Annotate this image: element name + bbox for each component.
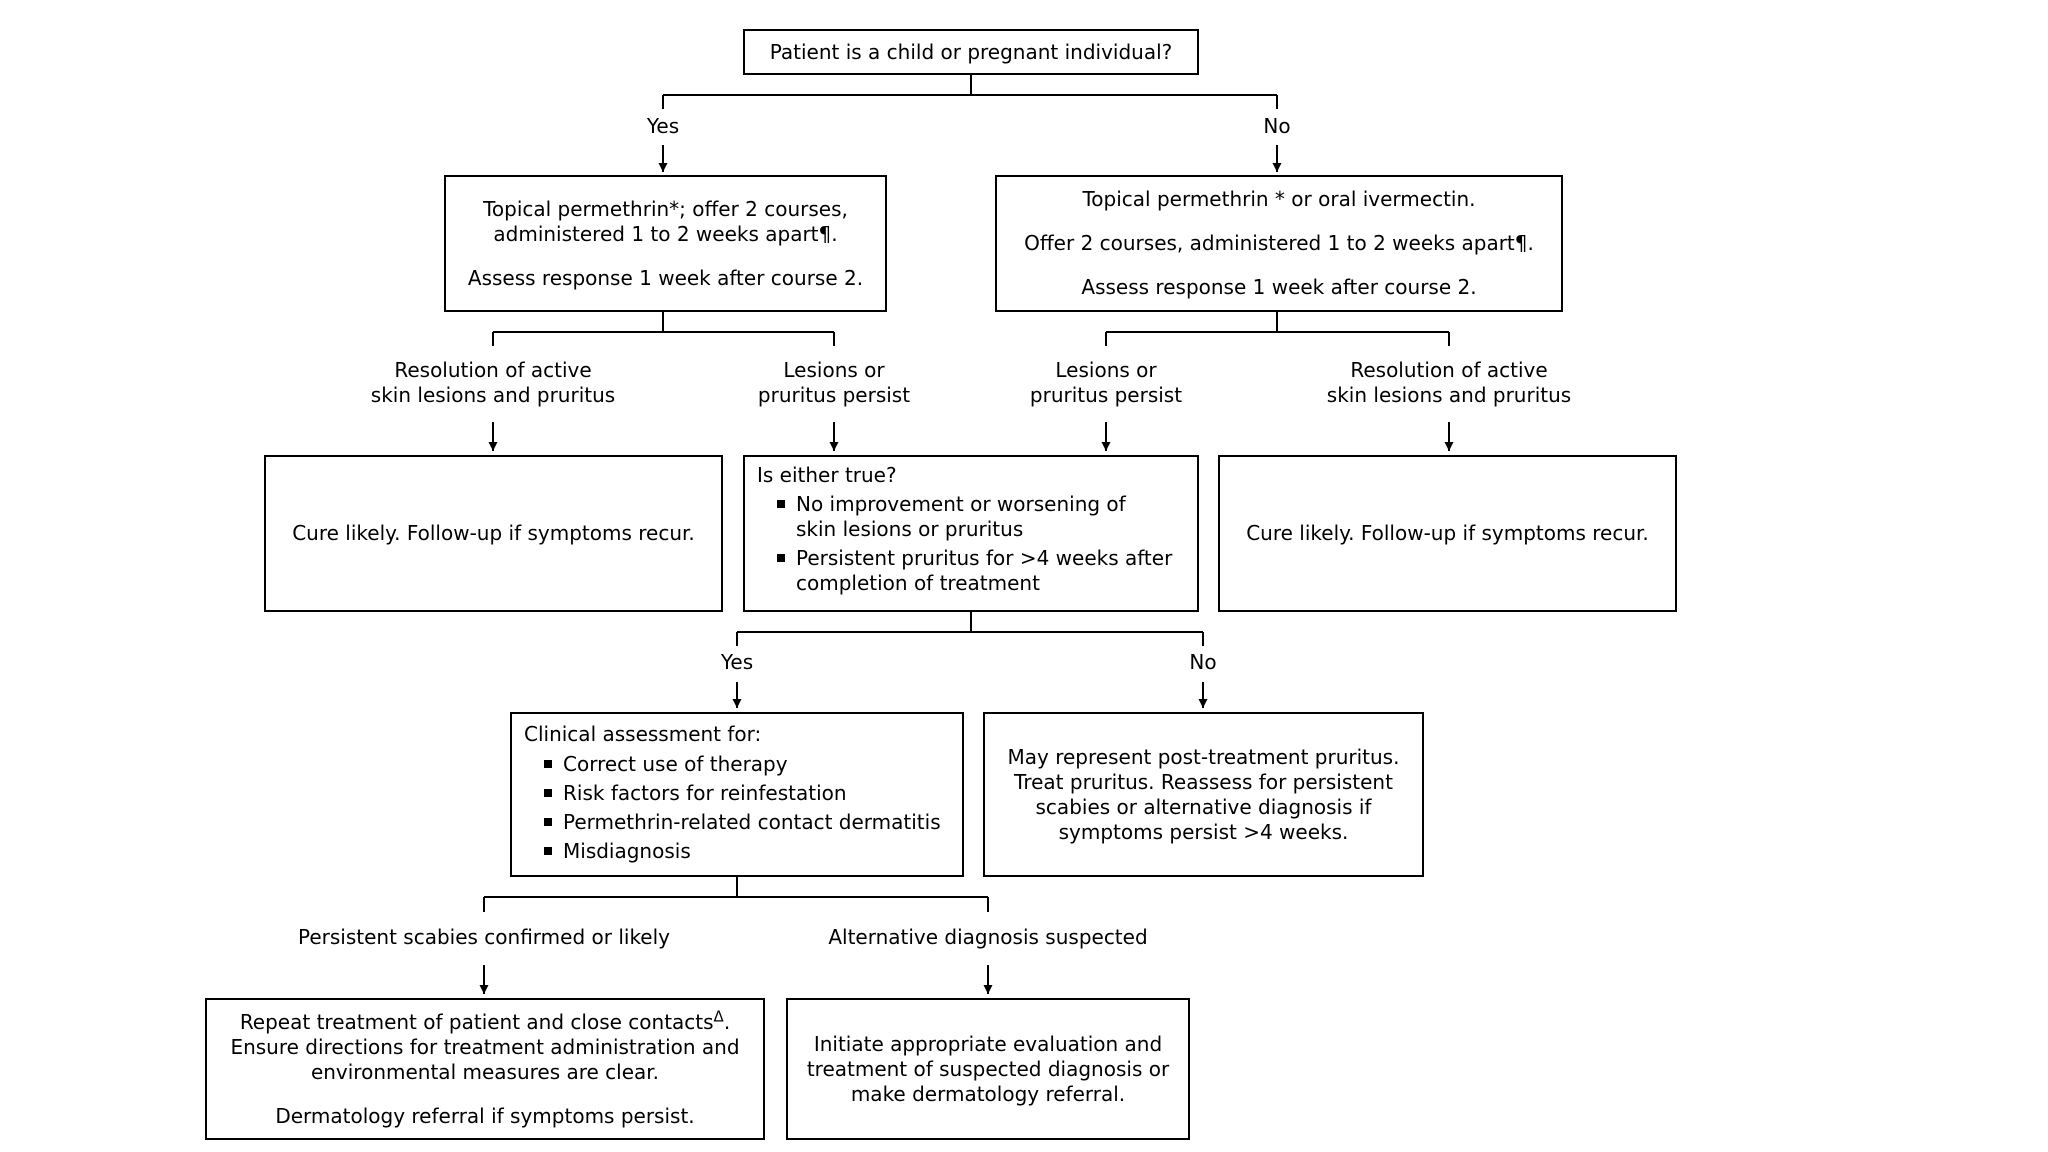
repeat-line-4: Dermatology referral if symptoms persist… <box>275 1103 695 1128</box>
delta-footnote-mark: Δ <box>713 1006 724 1025</box>
cure-right-text: Cure likely. Follow-up if symptoms recur… <box>1246 521 1649 545</box>
clinical-assessment-box: Clinical assessment for: Correct use of … <box>510 712 964 877</box>
label-persist-right-line-2: pruritus persist <box>1029 383 1183 407</box>
label-resolution-right-line-2: skin lesions and pruritus <box>1326 383 1572 407</box>
label-persistent-scabies: Persistent scabies confirmed or likely <box>297 925 671 949</box>
either-item-1-line-2: skin lesions or pruritus <box>796 517 1024 541</box>
label-resolution-right-line-1: Resolution of active <box>1350 358 1548 382</box>
label-persist-left-line-2: pruritus persist <box>757 383 911 407</box>
repeat-treatment-box: Repeat treatment of patient and close co… <box>205 998 765 1140</box>
post-treatment-line-4: symptoms persist >4 weeks. <box>1058 819 1349 844</box>
alternative-line-3: make dermatology referral. <box>850 1081 1126 1106</box>
child-treatment-line-1: Topical permethrin*; offer 2 courses, <box>483 196 848 221</box>
either-item-1-line-1: No improvement or worsening of <box>796 492 1126 516</box>
either-item-2-line-1: Persistent pruritus for >4 weeks after <box>796 546 1173 570</box>
post-treatment-line-2: Treat pruritus. Reassess for persistent <box>1014 769 1393 794</box>
repeat-line-1-end: . <box>723 1009 731 1034</box>
label-alternative-diagnosis: Alternative diagnosis suspected <box>828 925 1148 949</box>
label-persist-left-line-1: Lesions or <box>783 358 885 382</box>
label-yes-child: Yes <box>646 114 680 138</box>
clinical-item-4: Misdiagnosis <box>544 839 950 864</box>
start-question-box: Patient is a child or pregnant individua… <box>743 29 1199 75</box>
label-resolution-left-line-1: Resolution of active <box>394 358 592 382</box>
repeat-line-1: Repeat treatment of patient and close co… <box>239 1006 731 1035</box>
label-persist-right: Lesions or pruritus persist <box>1030 358 1182 408</box>
alternative-diagnosis-box: Initiate appropriate evaluation and trea… <box>786 998 1190 1140</box>
post-treatment-line-3: scabies or alternative diagnosis if <box>1035 794 1372 819</box>
label-no-either: No <box>1189 650 1217 674</box>
post-treatment-box: May represent post-treatment pruritus. T… <box>983 712 1424 877</box>
cure-box-left: Cure likely. Follow-up if symptoms recur… <box>264 455 723 612</box>
label-resolution-left: Resolution of active skin lesions and pr… <box>371 358 615 408</box>
label-no-child: No <box>1263 114 1291 138</box>
either-item-2: Persistent pruritus for >4 weeks after c… <box>777 546 1185 596</box>
cure-box-right: Cure likely. Follow-up if symptoms recur… <box>1218 455 1677 612</box>
clinical-item-1: Correct use of therapy <box>544 752 950 777</box>
start-question-text: Patient is a child or pregnant individua… <box>769 39 1173 64</box>
adult-treatment-box: Topical permethrin * or oral ivermectin.… <box>995 175 1563 312</box>
child-treatment-box: Topical permethrin*; offer 2 courses, ad… <box>444 175 887 312</box>
label-yes-either: Yes <box>720 650 754 674</box>
adult-treatment-line-2: Offer 2 courses, administered 1 to 2 wee… <box>1024 231 1534 255</box>
either-true-list: No improvement or worsening of skin lesi… <box>757 492 1185 596</box>
cure-left-text: Cure likely. Follow-up if symptoms recur… <box>292 521 695 545</box>
child-treatment-line-2: administered 1 to 2 weeks apart¶. <box>493 221 838 246</box>
alternative-line-1: Initiate appropriate evaluation and <box>813 1031 1163 1056</box>
label-resolution-left-line-2: skin lesions and pruritus <box>370 383 616 407</box>
label-persist-right-line-1: Lesions or <box>1055 358 1157 382</box>
either-item-1: No improvement or worsening of skin lesi… <box>777 492 1185 542</box>
adult-treatment-line-3: Assess response 1 week after course 2. <box>1081 275 1477 299</box>
either-item-2-line-2: completion of treatment <box>796 571 1040 595</box>
either-true-box: Is either true? No improvement or worsen… <box>743 455 1199 612</box>
alternative-line-2: treatment of suspected diagnosis or <box>806 1056 1170 1081</box>
clinical-assessment-title: Clinical assessment for: <box>524 722 762 746</box>
clinical-item-2: Risk factors for reinfestation <box>544 781 950 806</box>
adult-treatment-line-1: Topical permethrin * or oral ivermectin. <box>1082 187 1476 211</box>
either-true-title: Is either true? <box>757 463 897 487</box>
post-treatment-line-1: May represent post-treatment pruritus. <box>1007 744 1400 769</box>
label-persist-left: Lesions or pruritus persist <box>758 358 910 408</box>
repeat-line-3: environmental measures are clear. <box>310 1059 660 1084</box>
label-resolution-right: Resolution of active skin lesions and pr… <box>1327 358 1571 408</box>
clinical-item-3: Permethrin-related contact dermatitis <box>544 810 950 835</box>
repeat-line-1-text: Repeat treatment of patient and close co… <box>239 1009 714 1034</box>
child-treatment-line-3: Assess response 1 week after course 2. <box>467 265 864 290</box>
clinical-assessment-list: Correct use of therapy Risk factors for … <box>524 752 950 864</box>
repeat-line-2: Ensure directions for treatment administ… <box>230 1034 740 1059</box>
